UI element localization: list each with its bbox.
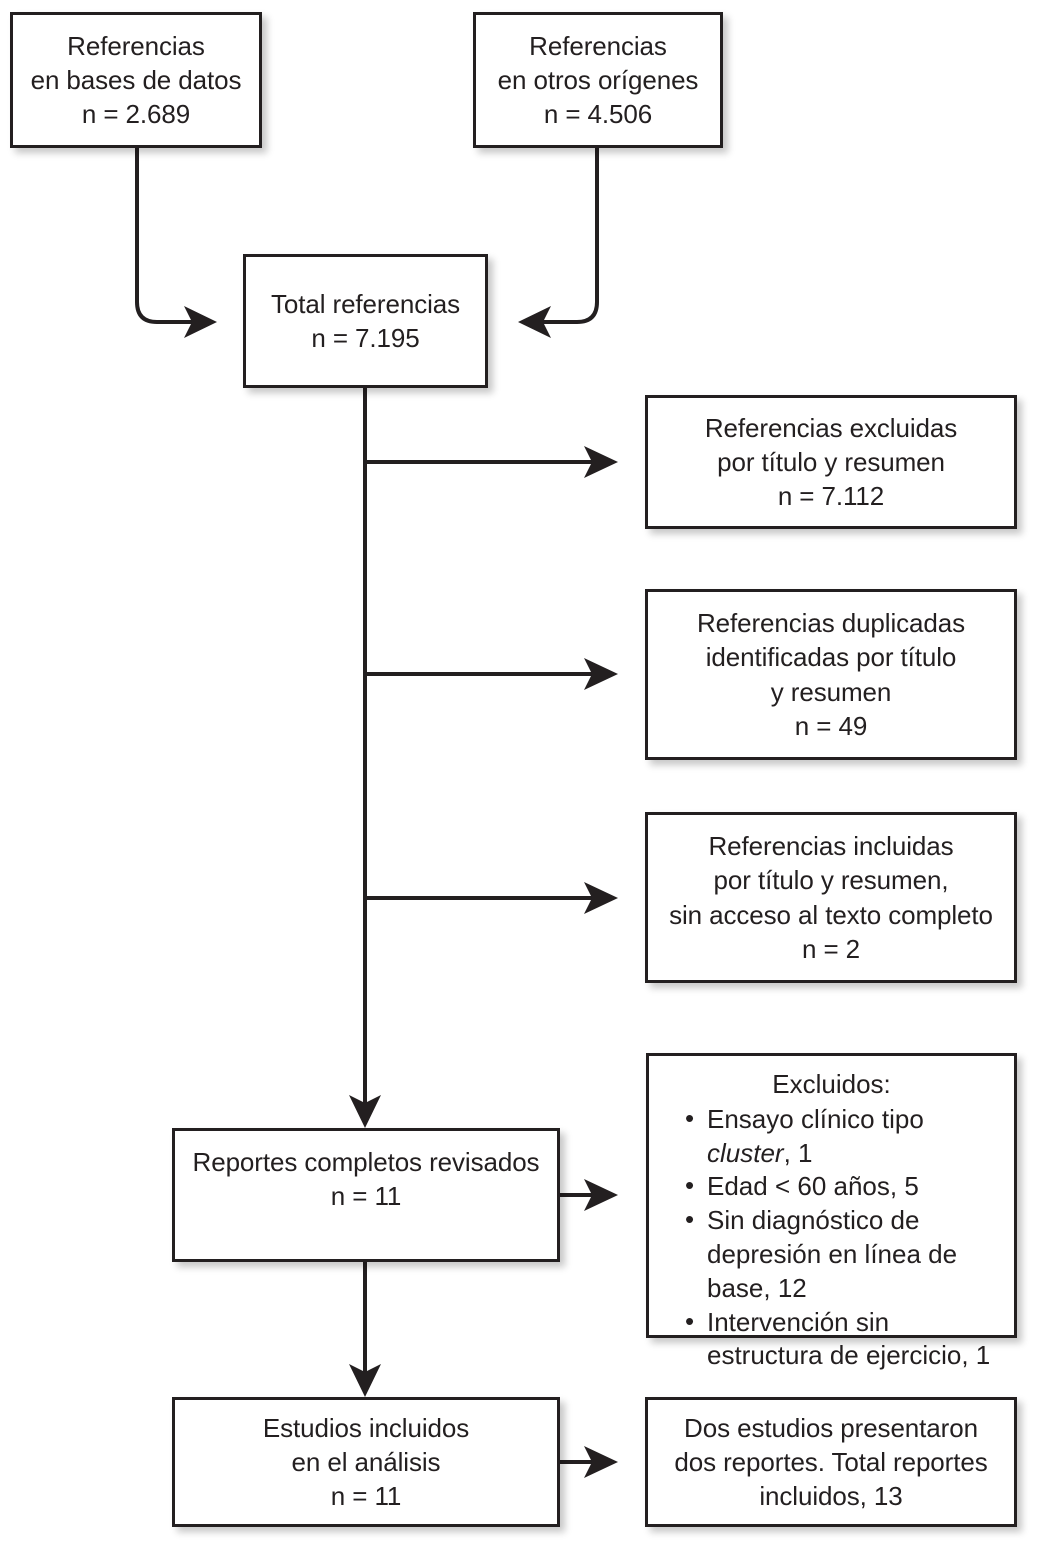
node-line: Total referencias bbox=[270, 288, 461, 319]
node-total-references: Total referencias n = 7.195 bbox=[243, 254, 488, 388]
list-item: Sin diagnóstico de depresión en línea de… bbox=[685, 1203, 1000, 1305]
arrowhead-db-to-total bbox=[184, 306, 217, 338]
node-database-references: Referencias en bases de datos n = 2.689 bbox=[10, 12, 262, 148]
list-item-emphasis: cluster bbox=[707, 1137, 784, 1168]
node-count: n = 11 bbox=[330, 1481, 402, 1512]
excluded-reasons-title: Excluidos: bbox=[772, 1069, 891, 1099]
node-count: n = 11 bbox=[330, 1181, 402, 1212]
node-count: n = 7.195 bbox=[311, 323, 420, 353]
node-line: en el análisis bbox=[291, 1446, 441, 1477]
node-count: n = 4.506 bbox=[543, 99, 653, 130]
arrowhead-reports-to-excluded bbox=[584, 1179, 618, 1211]
node-line: Referencias excluidas bbox=[704, 412, 958, 443]
node-count: n = 7.112 bbox=[777, 481, 885, 512]
node-line: por título y resumen, bbox=[713, 865, 949, 896]
arrowhead-other-to-total bbox=[518, 306, 551, 338]
node-line: en otros orígenes bbox=[497, 64, 699, 95]
node-included-no-fulltext: Referencias incluidas por título y resum… bbox=[645, 812, 1017, 983]
arrowhead-included-to-note bbox=[584, 1446, 618, 1478]
arrowhead-spine-to-reports bbox=[349, 1095, 381, 1128]
node-count: n = 49 bbox=[794, 710, 868, 741]
node-other-source-references: Referencias en otros orígenes n = 4.506 bbox=[473, 12, 723, 148]
arrowhead-branch-nofulltext bbox=[584, 882, 618, 914]
excluded-reasons-list: Ensayo clínico tipo cluster, 1 Edad < 60… bbox=[663, 1102, 1000, 1374]
list-item-text: Edad < 60 años, 5 bbox=[707, 1171, 919, 1202]
node-line: en bases de datos bbox=[30, 64, 242, 95]
node-line: Reportes completos revisados bbox=[192, 1147, 540, 1177]
node-duplicate-references: Referencias duplicadas identificadas por… bbox=[645, 589, 1017, 760]
arrowhead-reports-to-included bbox=[349, 1364, 381, 1397]
node-excluded-reasons: Excluidos: Ensayo clínico tipo cluster, … bbox=[646, 1053, 1017, 1370]
node-line: dos reportes. Total reportes bbox=[674, 1446, 988, 1477]
node-line: y resumen bbox=[770, 676, 892, 707]
node-count: n = 2.689 bbox=[81, 99, 191, 130]
connector-db-to-total bbox=[135, 148, 212, 324]
node-line: Referencias incluidas bbox=[708, 830, 954, 861]
node-line: Estudios incluidos bbox=[262, 1412, 470, 1443]
node-count: n = 2 bbox=[801, 933, 861, 964]
node-line: Referencias duplicadas bbox=[696, 607, 966, 638]
node-line: incluidos, 13 bbox=[759, 1481, 903, 1512]
list-item-text: Ensayo clínico tipo bbox=[707, 1103, 924, 1134]
node-line: por título y resumen bbox=[717, 446, 945, 477]
list-item-text: Intervención sin estructura de ejercicio… bbox=[707, 1306, 991, 1371]
list-item: Edad < 60 años, 5 bbox=[685, 1169, 1000, 1204]
connector-other-to-total bbox=[523, 148, 599, 324]
list-item: Intervención sin estructura de ejercicio… bbox=[685, 1305, 1000, 1374]
node-full-reports-reviewed: Reportes completos revisados n = 11 bbox=[172, 1128, 560, 1262]
list-item-suffix: , 1 bbox=[783, 1137, 813, 1168]
node-line: Dos estudios presentaron bbox=[684, 1412, 978, 1443]
node-included-studies: Estudios incluidos en el análisis n = 11 bbox=[172, 1397, 560, 1527]
arrowhead-branch-excluded bbox=[584, 446, 618, 478]
list-item: Ensayo clínico tipo cluster, 1 bbox=[685, 1102, 1000, 1171]
list-item-text: Sin diagnóstico de depresión en línea de… bbox=[707, 1205, 958, 1303]
arrowhead-branch-duplicates bbox=[584, 658, 618, 690]
node-excluded-title-abstract: Referencias excluidas por título y resum… bbox=[645, 395, 1017, 529]
node-reports-note: Dos estudios presentaron dos reportes. T… bbox=[645, 1397, 1017, 1527]
node-line: identificadas por título bbox=[705, 642, 957, 673]
node-line: Referencias bbox=[67, 30, 205, 61]
node-line: Referencias bbox=[529, 30, 667, 61]
node-line: sin acceso al texto completo bbox=[669, 899, 993, 930]
